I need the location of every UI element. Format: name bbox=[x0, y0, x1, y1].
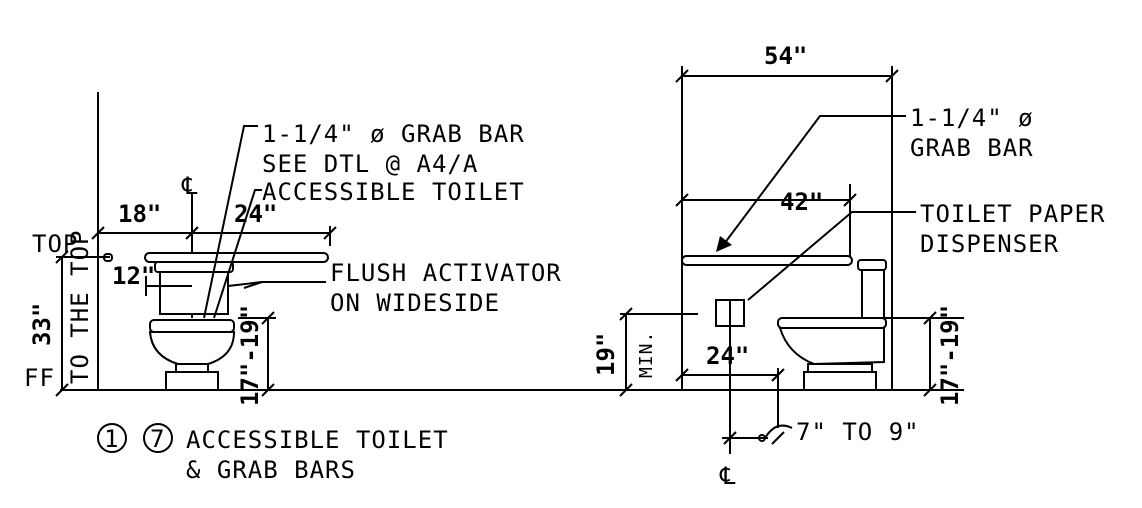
bowl-neck bbox=[807, 363, 873, 373]
paper-note-2: DISPENSER bbox=[920, 230, 1059, 258]
top-label: TOP bbox=[32, 230, 78, 258]
paper-dispenser-leader bbox=[747, 211, 916, 301]
toilet-seat bbox=[777, 317, 887, 329]
dim-12-label: 12" bbox=[112, 262, 155, 290]
title-line-2: & GRAB BARS bbox=[186, 456, 356, 484]
flush-handle bbox=[227, 281, 263, 287]
side-grab-bar bbox=[681, 255, 853, 266]
detail-bubble-1 bbox=[97, 423, 127, 453]
right-elevation: 54" 42" 1-1/4" ø GRAB BAR TOILET PAPER D… bbox=[592, 42, 1105, 490]
toilet-bowl bbox=[148, 331, 236, 365]
bowl-base bbox=[803, 371, 877, 391]
tank-lid bbox=[154, 261, 234, 273]
dim-18-label: 18" bbox=[118, 200, 161, 228]
dim-24-label: 24" bbox=[706, 342, 749, 370]
ff-label: FF bbox=[24, 364, 55, 392]
toilet-seat bbox=[149, 319, 235, 333]
grab-bar-leader bbox=[723, 115, 906, 245]
dim-19-label: 19" bbox=[592, 333, 620, 376]
toilet-bowl bbox=[778, 327, 885, 366]
grab-bar-note-1: 1-1/4" ø GRAB BAR bbox=[262, 120, 525, 148]
seat-height-label: 17"-19" bbox=[936, 305, 964, 406]
offset-note: 7" TO 9" bbox=[796, 418, 920, 446]
min-label: MIN. bbox=[636, 331, 657, 378]
seat-height-label: 17"-19" bbox=[236, 305, 264, 406]
left-elevation: 18" 24" ℄ 12" 1-1/4" ø GRAB BAR SEE DTL … bbox=[24, 92, 562, 406]
centerline-symbol: ℄ bbox=[181, 172, 198, 200]
grab-bar-note-2: SEE DTL @ A4/A bbox=[262, 150, 478, 178]
grab-bar-note-3: ACCESSIBLE TOILET bbox=[262, 178, 525, 206]
grab-bar-note-1: 1-1/4" ø bbox=[910, 104, 1034, 132]
bowl-base bbox=[165, 371, 219, 391]
grab-bar-leader bbox=[203, 125, 258, 319]
svg-text:1: 1 bbox=[104, 425, 119, 453]
flush-leader bbox=[243, 281, 326, 289]
svg-text:7: 7 bbox=[150, 425, 165, 453]
to-the-top-label: TO THE TOP bbox=[66, 230, 94, 385]
paper-note-1: TOILET PAPER bbox=[920, 200, 1105, 228]
dim-24-label: 24" bbox=[234, 200, 277, 228]
bowl-neck bbox=[175, 363, 209, 373]
flush-note-2: ON WIDESIDE bbox=[330, 289, 500, 317]
toilet-tank bbox=[861, 269, 885, 319]
rear-grab-bar bbox=[144, 252, 329, 263]
toilet-leader bbox=[213, 189, 262, 319]
dim-42-label: 42" bbox=[780, 188, 823, 216]
detail-bubble-7 bbox=[143, 423, 173, 453]
dim-54-label: 54" bbox=[764, 42, 807, 70]
centerline-symbol: ℄ bbox=[719, 462, 736, 490]
title-line-1: ACCESSIBLE TOILET bbox=[186, 426, 449, 454]
tank-lid bbox=[857, 259, 887, 271]
detail-title: 1 7 ACCESSIBLE TOILET & GRAB BARS bbox=[97, 423, 449, 484]
grab-bar-note-2: GRAB BAR bbox=[910, 134, 1034, 162]
dim-33-label: 33" bbox=[28, 303, 56, 346]
flush-note-1: FLUSH ACTIVATOR bbox=[330, 259, 562, 287]
